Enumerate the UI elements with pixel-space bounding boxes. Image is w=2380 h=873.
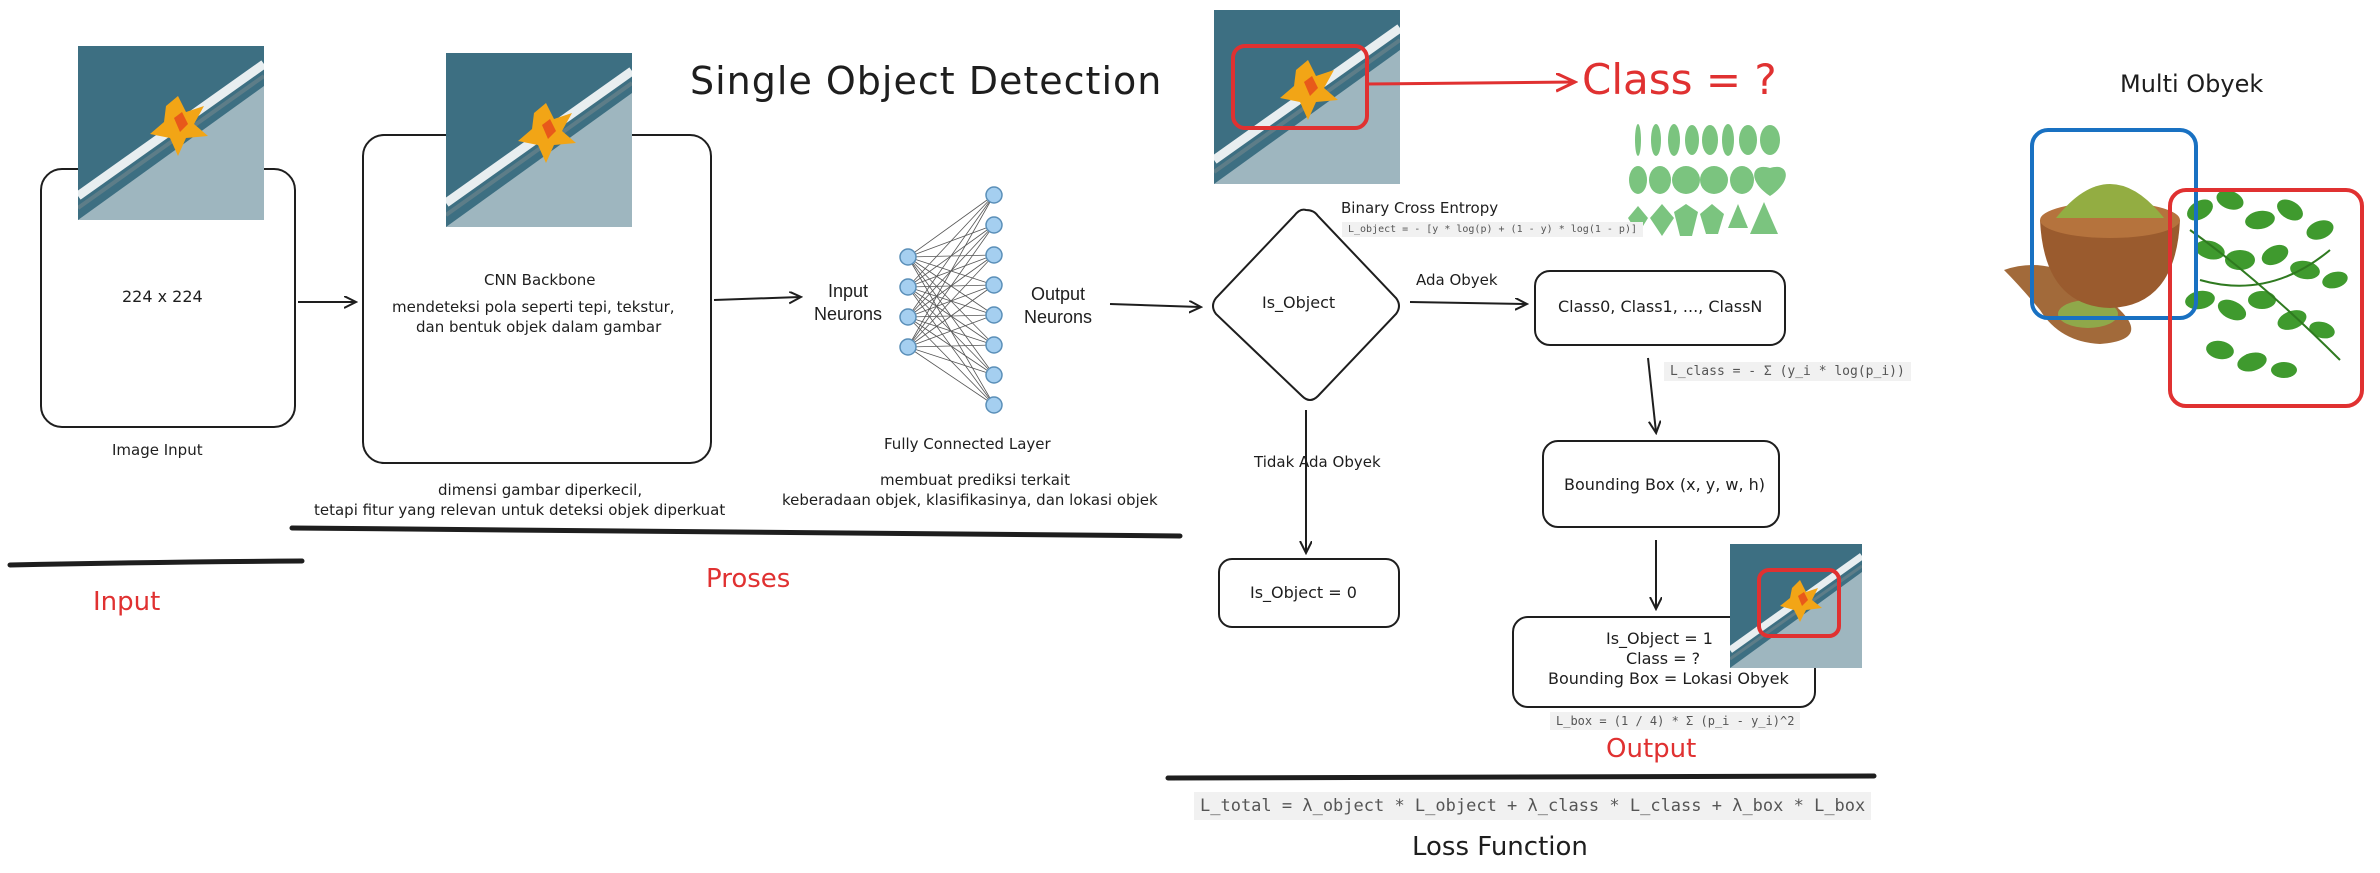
no-object-result-box <box>1218 558 1400 628</box>
flow-arrows <box>298 297 1656 608</box>
input-neuron <box>899 338 917 356</box>
no-object-result-label: Is_Object = 0 <box>1250 583 1357 602</box>
result-line1: Is_Object = 1 <box>1606 629 1713 648</box>
output-neuron <box>985 216 1003 234</box>
bounding-box-label: Bounding Box (x, y, w, h) <box>1564 475 1766 494</box>
total-loss-formula: L_total = λ_object * L_object + λ_class … <box>1194 792 1872 820</box>
class-query-arrow <box>1365 82 1574 84</box>
nn-connection <box>907 224 995 348</box>
nn-connection <box>907 194 995 318</box>
output-neuron <box>985 366 1003 384</box>
loss-function-label: Loss Function <box>1412 832 1588 862</box>
diagram-title: Single Object Detection <box>690 59 1163 103</box>
bce-title: Binary Cross Entropy <box>1341 199 1499 217</box>
class-loss-formula: L_class = - Σ (y_i * log(p_i)) <box>1664 362 1911 381</box>
input-neuron <box>899 248 917 266</box>
input-leaf-photo <box>78 46 264 220</box>
input-neuron <box>899 308 917 326</box>
nn-connection <box>907 194 995 288</box>
output-neuron <box>985 396 1003 414</box>
nn-connection <box>907 346 995 406</box>
is-object-label: Is_Object <box>1262 293 1336 312</box>
output-neuron <box>985 246 1003 264</box>
cnn-leaf-photo <box>446 53 632 227</box>
class-query-label: Class = ? <box>1582 55 1777 104</box>
yes-branch-label: Ada Obyek <box>1416 271 1498 289</box>
result-red-box <box>1757 568 1841 638</box>
result-line3: Bounding Box = Lokasi Obyek <box>1548 669 1789 688</box>
fc-output-label-line1: Output <box>1031 284 1086 304</box>
cnn-note-line1: dimensi gambar diperkecil, <box>438 481 643 499</box>
nn-connection <box>907 346 995 376</box>
output-neuron <box>985 186 1003 204</box>
nn-connection <box>907 254 995 348</box>
section-dividers <box>7 525 1877 781</box>
nn-connection <box>907 344 995 348</box>
nn-connection <box>907 194 995 348</box>
neural-network <box>899 186 1003 414</box>
image-input-caption: Image Input <box>112 441 203 459</box>
box-loss-formula: L_box = (1 / 4) * Σ (p_i - y_i)^2 <box>1550 712 1801 730</box>
output-neuron <box>985 336 1003 354</box>
output-neuron <box>985 306 1003 324</box>
fc-input-label: Input Neurons <box>814 280 882 327</box>
fc-output-label: Output Neurons <box>1024 283 1092 330</box>
nn-connection <box>907 314 995 348</box>
proses-section-label: Proses <box>706 564 791 594</box>
cnn-desc-line2: dan bentuk objek dalam gambar <box>416 318 662 336</box>
is-object-decision <box>1206 206 1406 406</box>
nn-connection <box>907 284 995 348</box>
output-neuron <box>985 276 1003 294</box>
nn-connection <box>907 194 995 258</box>
multi-object-title: Multi Obyek <box>2120 70 2264 98</box>
fc-output-label-line2: Neurons <box>1024 307 1093 328</box>
blue-detection-box <box>2030 128 2198 320</box>
bounding-box-box <box>1542 440 1780 528</box>
detection-red-box <box>1231 44 1369 130</box>
image-size-label: 224 x 224 <box>122 287 203 306</box>
no-branch-label: Tidak Ada Obyek <box>1254 453 1381 471</box>
fc-layer-label: Fully Connected Layer <box>884 435 1051 453</box>
multi-object-photo <box>2000 130 2370 420</box>
cnn-title: CNN Backbone <box>484 271 596 289</box>
class-list-label: Class0, Class1, ..., ClassN <box>1558 297 1763 316</box>
fc-note-line1: membuat prediksi terkait <box>880 471 1070 489</box>
fc-note-line2: keberadaan objek, klasifikasinya, dan lo… <box>782 491 1158 509</box>
input-neuron <box>899 278 917 296</box>
result-line2: Class = ? <box>1626 649 1701 668</box>
leaf-shapes-chart <box>1628 118 1798 244</box>
fc-input-label-line1: Input <box>828 281 869 301</box>
cnn-note-line2: tetapi fitur yang relevan untuk deteksi … <box>314 501 726 519</box>
output-section-label: Output <box>1606 734 1697 764</box>
fc-input-label-line2: Neurons <box>814 304 883 325</box>
input-section-label: Input <box>93 587 161 617</box>
bce-formula: L_object = - [y * log(p) + (1 - y) * log… <box>1342 222 1643 237</box>
class-list-box <box>1534 270 1786 346</box>
red-detection-box <box>2168 188 2364 408</box>
cnn-desc-line1: mendeteksi pola seperti tepi, tekstur, <box>392 298 675 316</box>
